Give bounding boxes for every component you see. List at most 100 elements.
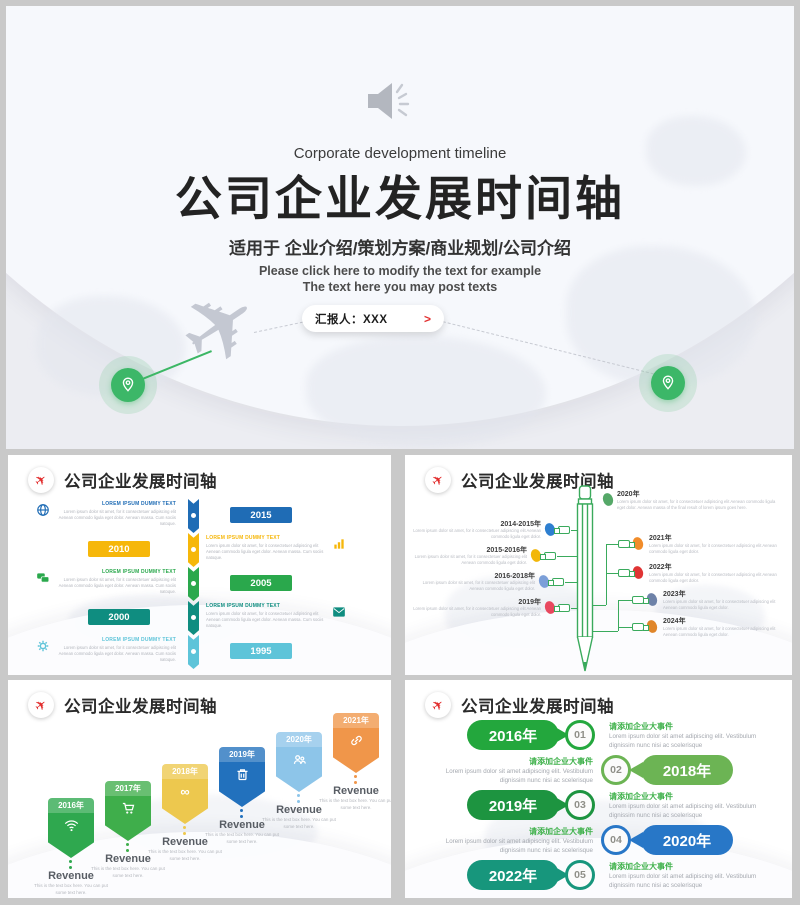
year-pill[interactable]: 2018年	[641, 755, 733, 785]
slide-header: ✈ 公司企业发展时间轴	[425, 692, 614, 718]
flag-marker[interactable]: 2020年	[276, 732, 322, 792]
revenue-body: This is the text box here. You can put s…	[205, 832, 279, 844]
connector-plug-icon	[553, 526, 570, 534]
timeline-body: Lorem ipsum dolor sit amet, for it conse…	[58, 644, 176, 662]
revenue-body: This is the text box here. You can put s…	[148, 849, 222, 861]
event-year[interactable]: 2015-2016年	[486, 547, 527, 554]
flag-dot	[183, 832, 186, 835]
slide-pill-timeline[interactable]: ✈ 公司企业发展时间轴 2016年 01 请添加企业大事件 Lorem ipsu…	[405, 680, 792, 898]
timeline-heading: LOREM IPSUM DUMMY TEXT	[101, 501, 176, 507]
timeline-segment	[188, 533, 199, 567]
world-map-blob	[566, 246, 756, 386]
event-body: Lorem ipsum dolor sit amet, for it conse…	[649, 572, 777, 584]
slide-vertical-timeline[interactable]: ✈ 公司企业发展时间轴 2015 LOREM IPSUM DUMMY TEXT …	[8, 455, 391, 675]
flag-dot	[297, 794, 300, 797]
revenue-body: This is the text box here. You can put s…	[34, 883, 108, 895]
revenue-body: This is the text box here. You can put s…	[91, 866, 165, 878]
revenue-body: This is the text box here. You can put s…	[262, 817, 336, 829]
year-badge[interactable]: 1995	[230, 643, 292, 659]
year-pill[interactable]: 2022年	[467, 860, 559, 890]
year-badge[interactable]: 2015	[230, 507, 292, 523]
cover-subline-1: Please click here to modify the text for…	[258, 264, 542, 278]
event-year[interactable]: 2020年	[617, 491, 640, 498]
connector-line	[606, 573, 618, 575]
trash-icon	[219, 767, 265, 782]
year-badge[interactable]: 2010	[88, 541, 150, 557]
event-year[interactable]: 2021年	[649, 535, 672, 542]
timeline-text-block: LOREM IPSUM DUMMY TEXT Lorem ipsum dolor…	[206, 603, 324, 629]
timeline-body: Lorem ipsum dolor sit amet, for it conse…	[206, 542, 324, 560]
infinity-icon: ∞	[180, 784, 190, 799]
event-year[interactable]: 2014-2015年	[500, 521, 541, 528]
event-body: Lorem ipsum dolor sit amet adipiscing el…	[445, 838, 593, 855]
year-pill[interactable]: 2020年	[641, 825, 733, 855]
revenue-label: Revenue	[276, 804, 322, 816]
event-year[interactable]: 2022年	[649, 564, 672, 571]
revenue-label: Revenue	[219, 819, 265, 831]
flag-dot	[183, 826, 186, 829]
year-pill[interactable]: 2019年	[467, 790, 559, 820]
slide-title: 公司企业发展时间轴	[461, 698, 614, 716]
cover-subline-2: The text here you may post texts	[302, 280, 498, 294]
year-badge[interactable]: 2005	[230, 575, 292, 591]
slide-title: 公司企业发展时间轴	[64, 698, 217, 716]
slide-flag-timeline[interactable]: ✈ 公司企业发展时间轴 2016年 Revenue This is the te…	[8, 680, 391, 898]
event-heading: 请添加企业大事件	[529, 757, 593, 766]
step-number: 02	[601, 755, 631, 785]
speaker-icon[interactable]	[366, 80, 412, 127]
timeline-segment	[188, 601, 199, 635]
plane-badge-icon: ✈	[425, 467, 451, 493]
slide-title: 公司企业发展时间轴	[461, 473, 614, 491]
connector-plug-icon	[618, 569, 635, 577]
event-year[interactable]: 2019年	[518, 599, 541, 606]
event-year[interactable]: 2023年	[663, 591, 686, 598]
timeline-heading: LOREM IPSUM DUMMY TEXT	[101, 569, 176, 575]
step-number: 01	[565, 720, 595, 750]
step-number: 05	[565, 860, 595, 890]
slide-pencil-timeline[interactable]: ✈ 公司企业发展时间轴 2014-2015年 Lorem ipsum dolor…	[405, 455, 792, 675]
event-heading: 请添加企业大事件	[609, 792, 673, 801]
year-badge[interactable]: 2000	[88, 609, 150, 625]
flag-dot	[354, 775, 357, 778]
event-heading: 请添加企业大事件	[609, 862, 673, 871]
event-body: Lorem ipsum dolor sit amet adipiscing el…	[609, 803, 757, 820]
year-pill[interactable]: 2016年	[467, 720, 559, 750]
event-year[interactable]: 2016-2018年	[494, 573, 535, 580]
slide-header: ✈ 公司企业发展时间轴	[425, 467, 614, 493]
event-heading: 请添加企业大事件	[529, 827, 593, 836]
year-band: 2020年	[276, 732, 322, 747]
connector-line	[618, 600, 632, 602]
event-body: Lorem ipsum dolor sit amet, for it conse…	[414, 554, 527, 566]
chevron-right-icon: >	[423, 311, 431, 326]
connector-plug-icon	[618, 540, 635, 548]
page-title: 公司企业发展时间轴	[175, 172, 625, 225]
flag-marker[interactable]: 2021年	[333, 713, 379, 773]
timeline-text-block: LOREM IPSUM DUMMY TEXT Lorem ipsum dolor…	[58, 637, 176, 663]
connector-line	[557, 556, 577, 558]
plane-badge-icon: ✈	[28, 467, 54, 493]
flag-dot	[354, 781, 357, 784]
timeline-body: Lorem ipsum dolor sit amet, for it conse…	[206, 610, 324, 628]
flag-dot	[126, 843, 129, 846]
flag-dot	[69, 866, 72, 869]
pill-tail	[629, 762, 643, 778]
flag-dot	[240, 815, 243, 818]
cover-slide[interactable]: Corporate development timeline 公司企业发展时间轴…	[6, 6, 794, 449]
world-map-blob	[306, 336, 546, 446]
event-year[interactable]: 2024年	[663, 618, 686, 625]
event-body: Lorem ipsum dolor sit amet, for it conse…	[422, 580, 535, 592]
wifi-icon	[48, 818, 94, 833]
event-dot	[601, 491, 615, 508]
timeline-segment	[188, 635, 199, 669]
flag-dot	[69, 860, 72, 863]
pill-tail	[629, 832, 643, 848]
event-body: Lorem ipsum dolor sit amet adipiscing el…	[609, 733, 757, 750]
revenue-label: Revenue	[105, 853, 151, 865]
event-body: Lorem ipsum dolor sit amet, for it conse…	[413, 528, 541, 540]
event-body: Lorem ipsum dolor sit amet adipiscing el…	[609, 873, 757, 890]
timeline-text-block: LOREM IPSUM DUMMY TEXT Lorem ipsum dolor…	[206, 535, 324, 561]
connector-plug-icon	[539, 552, 556, 560]
timeline-text-block: LOREM IPSUM DUMMY TEXT Lorem ipsum dolor…	[58, 501, 176, 527]
step-number: 03	[565, 790, 595, 820]
presenter-button[interactable]: 汇报人：XXX >	[302, 305, 444, 332]
